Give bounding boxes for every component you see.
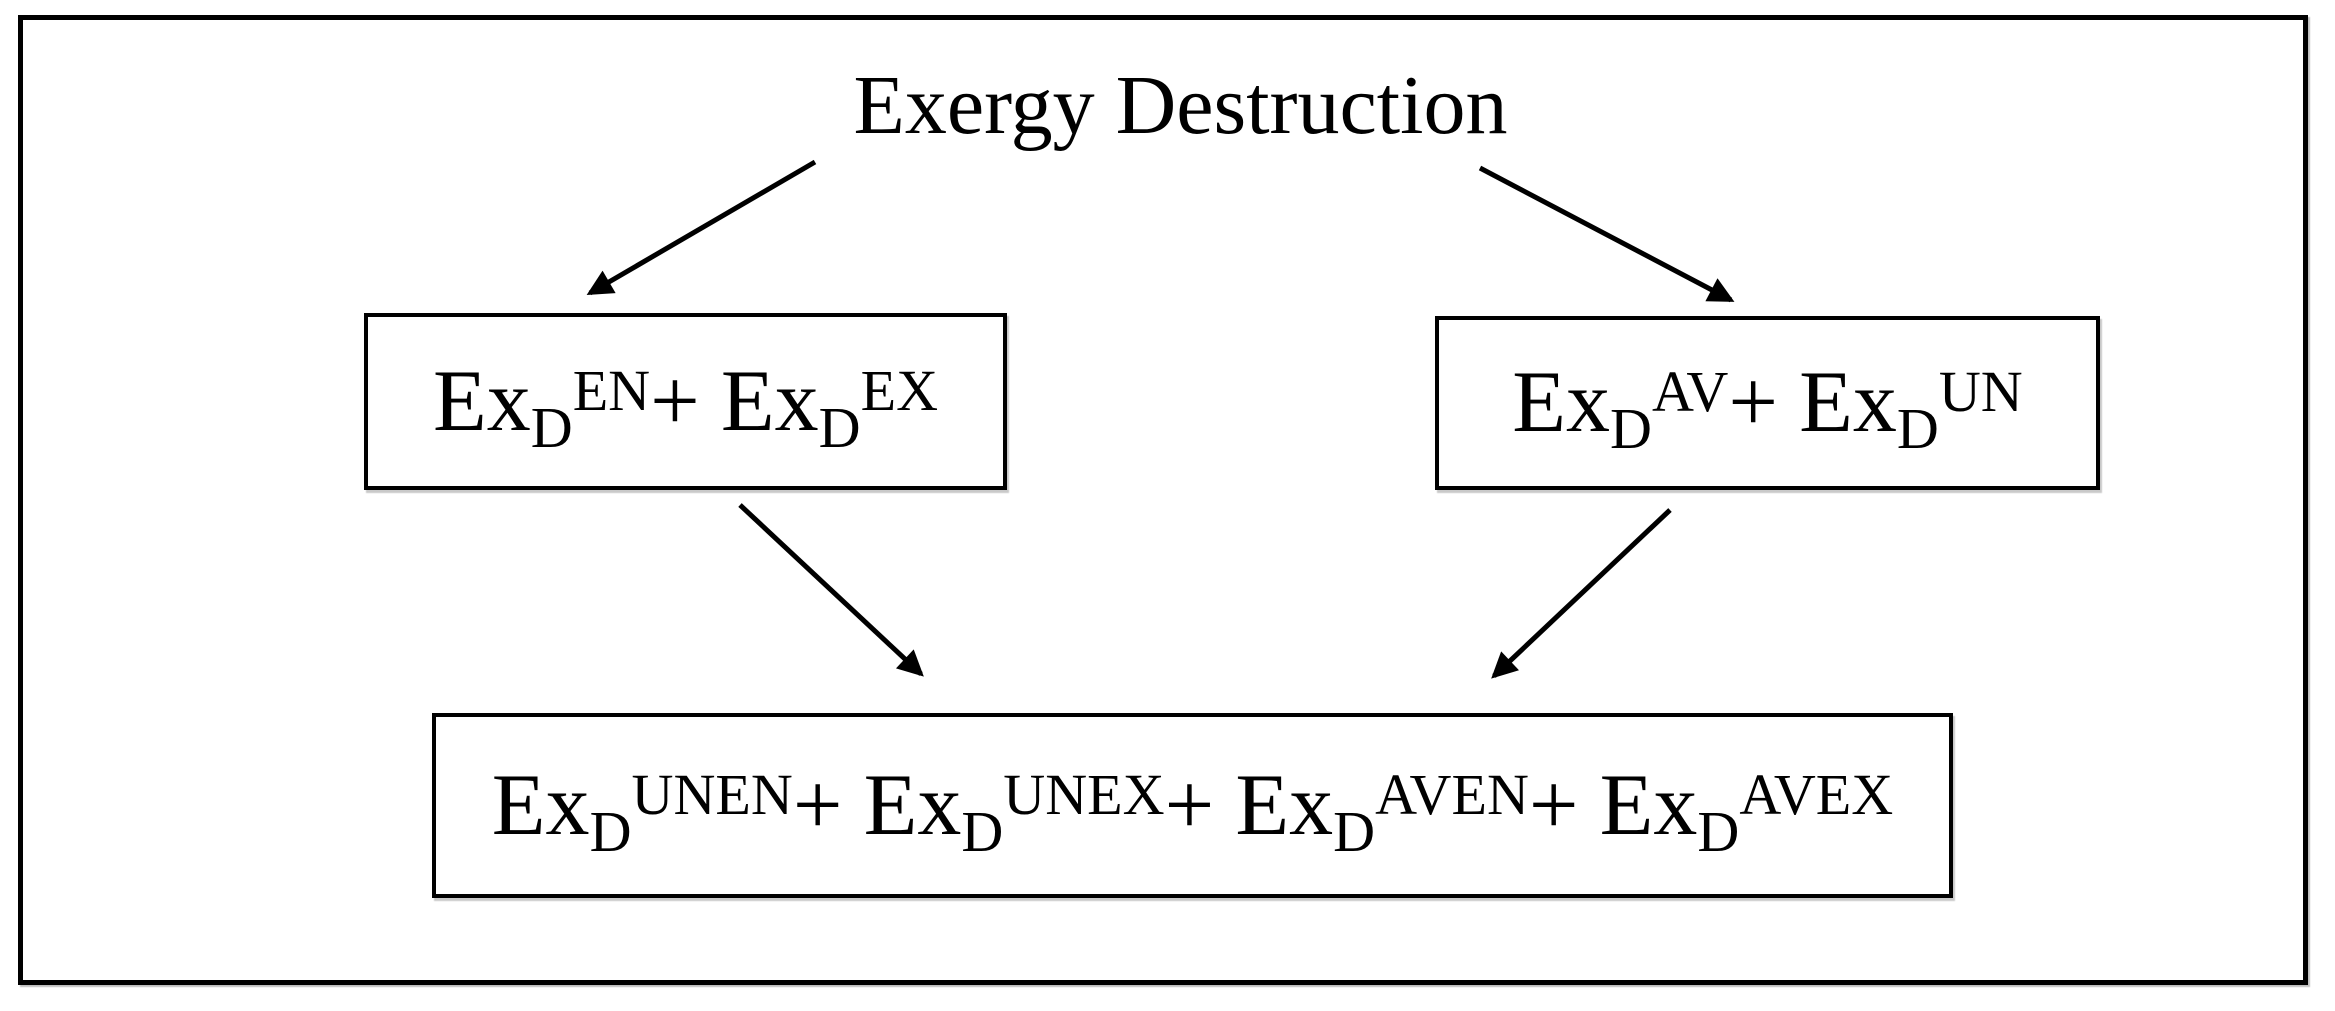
term-superscript: AV	[1651, 359, 1729, 425]
term-base: Ex	[863, 756, 962, 854]
formula-term: ExDUN	[1799, 354, 2023, 458]
formula-term: ExDAVEX	[1599, 756, 1894, 860]
formula-term: ExDAVEN	[1235, 756, 1529, 860]
term-superscript: AVEN	[1375, 761, 1529, 827]
formula-term: ExDEN	[432, 352, 651, 456]
bottom-box: ExDUNEN+ExDUNEX+ExDAVEN+ExDAVEX	[432, 713, 1953, 898]
formula-term: ExDUNEN	[491, 756, 793, 860]
term-base: Ex	[1799, 354, 1897, 451]
plus-operator: +	[1728, 354, 1779, 451]
term-base: Ex	[1599, 756, 1698, 854]
formula-term: ExDEX	[720, 352, 939, 456]
top-left-box: ExDEN+ExDEX	[364, 313, 1007, 490]
plus-operator: +	[1528, 756, 1579, 854]
diagram-title: Exergy Destruction	[853, 59, 1508, 152]
figure-border	[18, 15, 2308, 985]
term-superscript: UN	[1938, 359, 2023, 425]
term-subscript: D	[530, 394, 573, 460]
term-superscript: UNEN	[631, 761, 793, 827]
plus-operator: +	[650, 352, 700, 450]
term-superscript: EX	[860, 357, 939, 423]
top-right-formula: ExDAV+ExDUN	[1512, 359, 2022, 458]
term-superscript: EN	[572, 357, 651, 423]
term-base: Ex	[720, 352, 819, 450]
bottom-formula: ExDUNEN+ExDUNEX+ExDAVEN+ExDAVEX	[492, 761, 1893, 860]
term-subscript: D	[1610, 396, 1652, 462]
term-subscript: D	[818, 394, 861, 460]
term-superscript: UNEX	[1003, 761, 1165, 827]
term-base: Ex	[1512, 354, 1611, 451]
plus-operator: +	[792, 756, 843, 854]
term-base: Ex	[491, 756, 590, 854]
term-superscript: AVEX	[1739, 761, 1894, 827]
term-base: Ex	[432, 352, 531, 450]
term-subscript: D	[589, 798, 632, 864]
top-right-box: ExDAV+ExDUN	[1435, 316, 2100, 490]
formula-term: ExDAV	[1512, 354, 1729, 458]
formula-term: ExDUNEX	[863, 756, 1165, 860]
term-subscript: D	[961, 798, 1004, 864]
term-subscript: D	[1697, 798, 1740, 864]
term-base: Ex	[1235, 756, 1334, 854]
term-subscript: D	[1333, 798, 1376, 864]
top-left-formula: ExDEN+ExDEX	[433, 357, 938, 456]
plus-operator: +	[1164, 756, 1215, 854]
term-subscript: D	[1896, 396, 1939, 462]
